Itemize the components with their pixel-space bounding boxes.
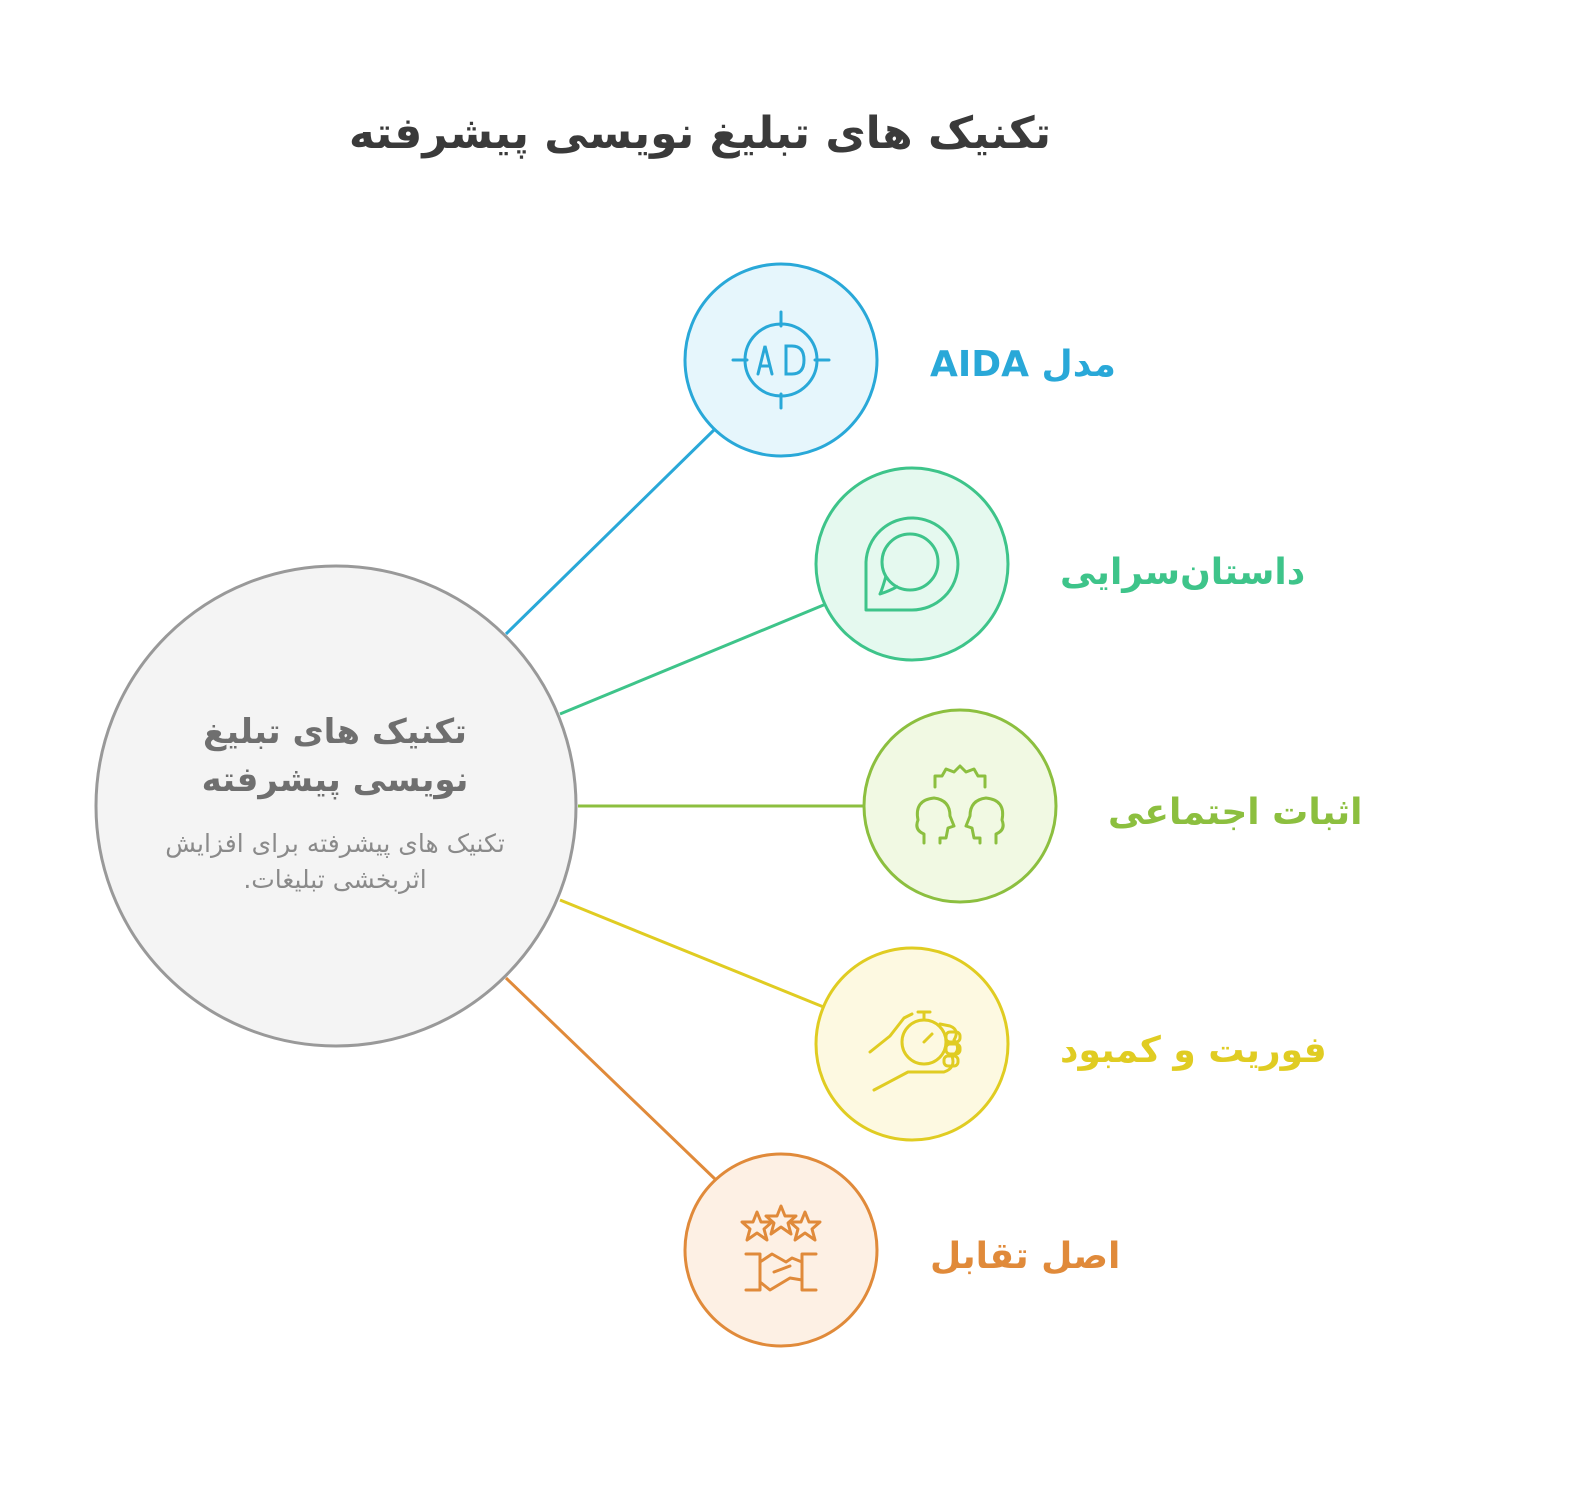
node-reciprocity [683, 1152, 879, 1348]
page-title: تکنیک های تبلیغ نویسی پیشرفته [348, 108, 1052, 159]
aida-target-icon [731, 310, 831, 410]
node-social-proof-circle [862, 708, 1058, 904]
node-label-reciprocity: اصل تقابل [930, 1236, 1121, 1277]
stars-handshake-icon [740, 1204, 822, 1292]
node-storytelling-circle [814, 466, 1010, 662]
connector-aida [504, 426, 718, 636]
node-label-storytelling: داستان‌سرایی [1060, 552, 1306, 593]
connector-reciprocity [504, 976, 718, 1182]
connector-urgency [559, 898, 827, 1010]
node-urgency [814, 946, 1010, 1142]
node-label-urgency: فوریت و کمبود [1060, 1030, 1327, 1071]
center-title: تکنیک های تبلیغ نویسی پیشرفته [201, 712, 469, 800]
node-label-aida: مدل AIDA [930, 344, 1116, 385]
node-reciprocity-circle [683, 1152, 879, 1348]
node-aida [683, 262, 879, 458]
people-gear-icon [915, 764, 1005, 845]
hand-stopwatch-icon [868, 1010, 962, 1092]
center-circle [94, 564, 578, 1048]
node-urgency-circle [814, 946, 1010, 1142]
node-aida-circle [683, 262, 879, 458]
chat-bubbles-icon [864, 516, 960, 612]
node-storytelling [814, 466, 1010, 662]
connector-storytelling [559, 602, 827, 716]
node-label-social-proof: اثبات اجتماعی [1108, 792, 1363, 833]
node-social-proof [862, 708, 1058, 904]
center-description: تکنیک های پیشرفته برای افزایش اثربخشی تب… [165, 829, 505, 894]
